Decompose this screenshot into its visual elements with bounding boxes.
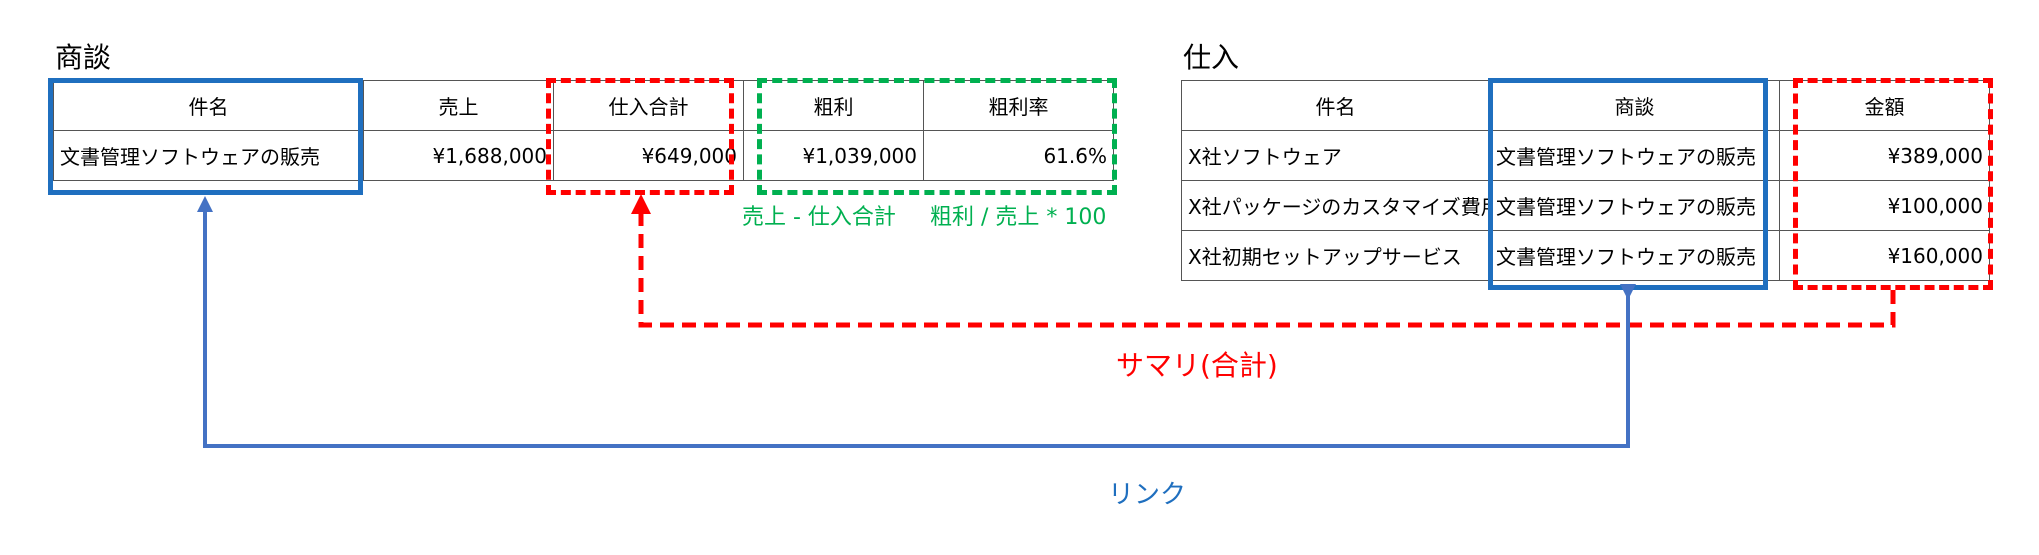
- purchases-title: 仕入: [1183, 41, 1240, 74]
- table-row: 文書管理ソフトウェアの販売 ¥1,688,000 ¥649,000 ¥1,039…: [53, 130, 1114, 181]
- deal-purchase-total-cell: ¥649,000: [553, 130, 744, 181]
- deal-sales-cell: ¥1,688,000: [363, 130, 554, 181]
- deal-profit-rate-cell: 61.6%: [923, 130, 1114, 181]
- formula-rate-label: 粗利 / 売上 * 100: [930, 205, 1107, 230]
- deals-header-profit-rate: 粗利率: [923, 80, 1114, 131]
- deals-title: 商談: [55, 41, 112, 74]
- purchase-amount-cell: ¥160,000: [1779, 230, 1990, 281]
- deals-header-name: 件名: [53, 80, 364, 131]
- deals-header-profit: 粗利: [743, 80, 924, 131]
- purchase-name-cell: X社ソフトウェア: [1181, 130, 1490, 181]
- deals-table: 件名 売上 仕入合計 粗利 粗利率 文書管理ソフトウェアの販売 ¥1,688,0…: [53, 80, 1114, 181]
- purchases-header-name: 件名: [1181, 80, 1490, 131]
- deals-header-purchase-total: 仕入合計: [553, 80, 744, 131]
- deal-profit-cell: ¥1,039,000: [743, 130, 924, 181]
- deals-header-row: 件名 売上 仕入合計 粗利 粗利率: [53, 80, 1114, 131]
- deal-name-cell: 文書管理ソフトウェアの販売: [53, 130, 364, 181]
- link-arrow: [197, 196, 1636, 448]
- formula-profit-label: 売上 - 仕入合計: [742, 205, 896, 230]
- purchase-amount-cell: ¥389,000: [1779, 130, 1990, 181]
- table-row: X社ソフトウェア 文書管理ソフトウェアの販売 ¥389,000: [1181, 130, 1990, 181]
- link-label: リンク: [1108, 480, 1187, 510]
- summary-label: サマリ(合計): [1116, 349, 1278, 382]
